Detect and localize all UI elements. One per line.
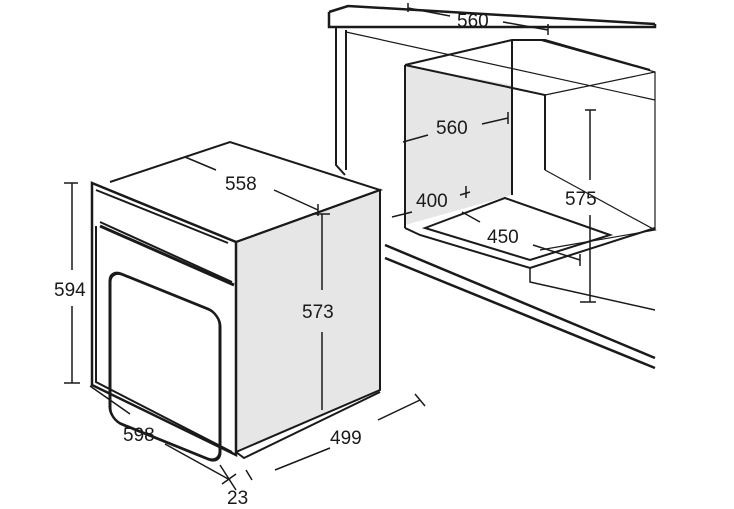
cabinet-worktop (327, 4, 657, 29)
label-oven-body-height: 573 (302, 302, 334, 323)
label-oven-height: 594 (54, 280, 86, 301)
oven-window (108, 271, 222, 462)
cabinet-dimensions (391, 3, 596, 303)
cabinet-cutout (404, 39, 651, 228)
oven-illustration (90, 140, 384, 462)
oven-top (109, 140, 384, 243)
cabinet-inner-wall (539, 71, 657, 251)
cabinet-plinth (384, 243, 656, 370)
label-oven-width: 598 (123, 425, 155, 446)
label-oven-depth-top: 558 (225, 174, 257, 195)
cabinet-cutout-shading (405, 65, 512, 225)
oven-front-frame (90, 181, 238, 457)
cabinet-base (404, 196, 656, 270)
label-cabinet-width-top: 560 (457, 11, 489, 32)
label-cabinet-base-depth: 400 (416, 191, 448, 212)
oven-base (235, 391, 381, 460)
label-oven-door-thickness: 23 (227, 488, 248, 509)
cabinet-plinth-edge (529, 268, 656, 311)
cabinet-left-side (335, 27, 347, 176)
oven-door (95, 226, 233, 453)
cabinet-illustration (327, 4, 657, 370)
oven-door-handle (99, 224, 235, 287)
label-cabinet-width-inner: 560 (436, 118, 468, 139)
oven-control-panel (95, 189, 233, 283)
label-cabinet-base-width: 450 (487, 227, 519, 248)
oven-dimensions (64, 156, 426, 491)
label-cabinet-height: 575 (565, 189, 597, 210)
label-oven-body-depth: 499 (330, 428, 362, 449)
